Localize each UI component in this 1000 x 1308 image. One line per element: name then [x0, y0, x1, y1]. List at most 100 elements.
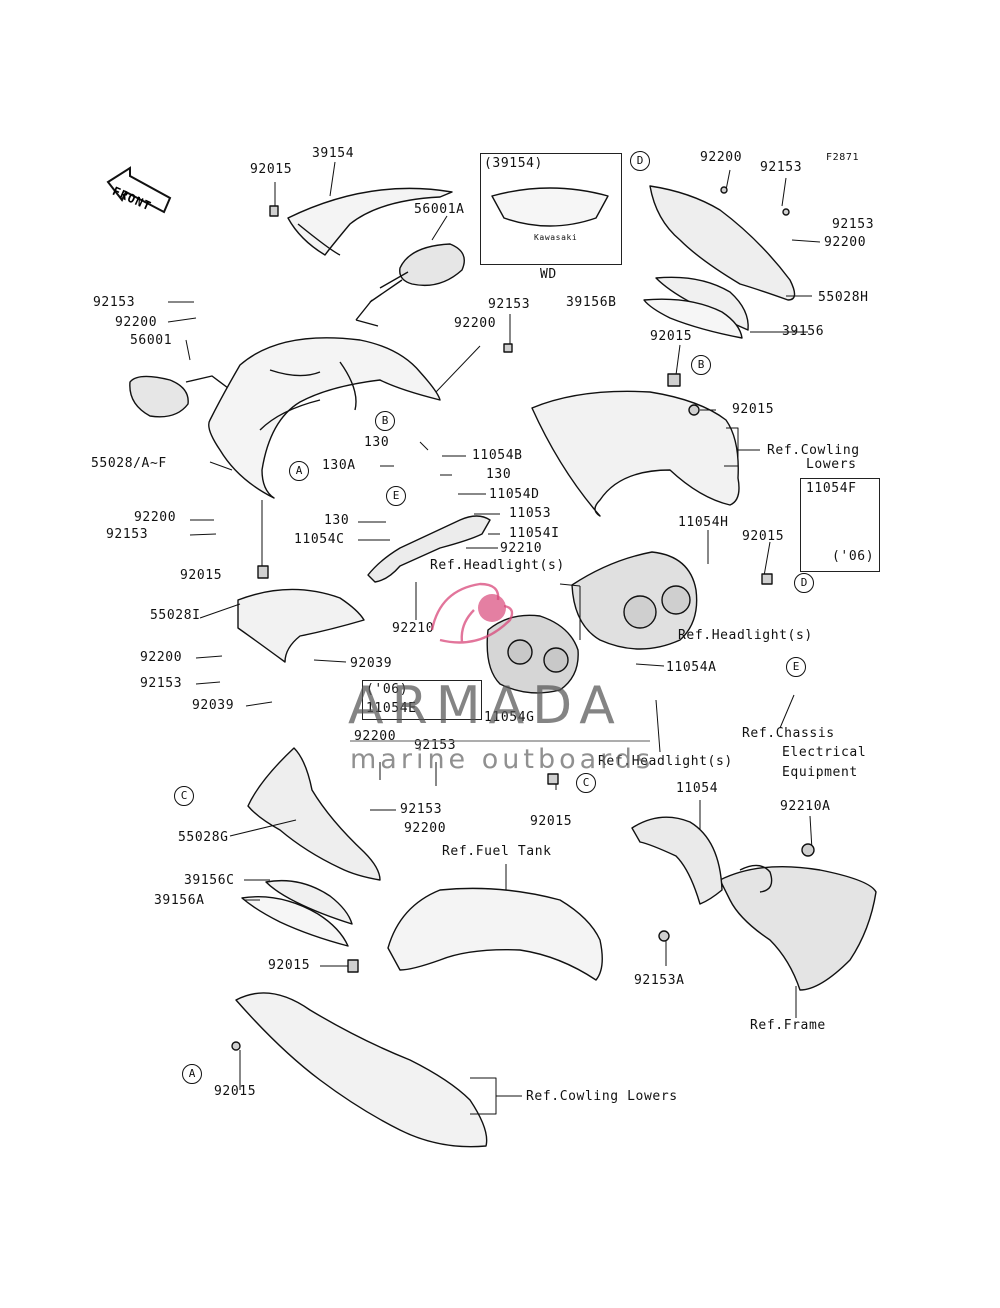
- inset-06-right-label: ('06): [832, 549, 875, 564]
- part-label-11054g: 11054G: [484, 710, 535, 725]
- part-label-92200: 92200: [454, 316, 497, 331]
- part-label-130: 130: [486, 467, 512, 482]
- inset-windshield-sublabel: WD: [540, 267, 557, 282]
- mirror-right: [399, 243, 465, 287]
- part-label-39156: 39156: [782, 324, 825, 339]
- part-label-11054a: 11054A: [666, 660, 717, 675]
- part-label-92210a: 92210A: [780, 799, 831, 814]
- stay-bracket: [367, 515, 491, 583]
- lower-cowling: [235, 992, 488, 1148]
- part-label-92015: 92015: [732, 402, 775, 417]
- callout-a-1: A: [289, 461, 309, 481]
- part-label-11054c: 11054C: [294, 532, 345, 547]
- part-label-92015: 92015: [650, 329, 693, 344]
- part-label-92015: 92015: [214, 1084, 257, 1099]
- upper-cowling: [208, 337, 441, 499]
- ref-fuel-tank-label: Ref.Fuel Tank: [442, 844, 552, 859]
- part-label-130a: 130A: [322, 458, 356, 473]
- part-label-92200: 92200: [404, 821, 447, 836]
- callout-e-1: E: [386, 486, 406, 506]
- ref-cowling-lowers-label-line2: Lowers: [806, 457, 857, 472]
- part-label-92015: 92015: [180, 568, 223, 583]
- windshield-variant-inset: [480, 153, 622, 265]
- part-label-92210: 92210: [392, 621, 435, 636]
- inset-06-left-box: [362, 680, 482, 720]
- inset-06-right-box: [800, 478, 880, 572]
- part-label-92015: 92015: [530, 814, 573, 829]
- ref-chassis-label-line2: Electrical: [782, 745, 867, 760]
- fuel-tank-cover: [387, 887, 603, 981]
- ref-chassis-label-line1: Ref.Chassis: [742, 726, 835, 741]
- lower-air-duct: [247, 747, 381, 881]
- part-label-56001a: 56001A: [414, 202, 465, 217]
- inset-windshield-label: (39154): [484, 156, 543, 171]
- part-label-92015: 92015: [742, 529, 785, 544]
- watermark-brand: ARMADA: [348, 676, 623, 736]
- part-label-55028h: 55028H: [818, 290, 869, 305]
- mirror-left: [129, 375, 189, 418]
- figure-code: F2871: [826, 152, 860, 163]
- part-label-92015: 92015: [250, 162, 293, 177]
- part-label-39156b: 39156B: [566, 295, 617, 310]
- part-label-11054i: 11054I: [509, 526, 560, 541]
- part-label-92015: 92015: [268, 958, 311, 973]
- inset-06-left-label: ('06): [366, 682, 409, 697]
- inset-06-left-part: 11054E: [366, 701, 417, 716]
- part-label-11054d: 11054D: [489, 487, 540, 502]
- part-label-11053: 11053: [509, 506, 552, 521]
- callout-b-2: B: [691, 355, 711, 375]
- part-label-92153: 92153: [414, 738, 457, 753]
- ref-headlight-label: Ref.Headlight(s): [678, 628, 813, 643]
- side-cowling-right: [531, 390, 740, 517]
- ref-cowling-lowers-label-line1: Ref.Cowling: [767, 443, 860, 458]
- air-duct: [649, 185, 796, 301]
- watermark-logo-icon: [430, 582, 514, 644]
- part-label-92200: 92200: [134, 510, 177, 525]
- part-label-55028i: 55028I: [150, 608, 201, 623]
- part-label-39156c: 39156C: [184, 873, 235, 888]
- part-label-92153: 92153: [93, 295, 136, 310]
- inner-cover: [237, 588, 365, 663]
- part-label-92039: 92039: [350, 656, 393, 671]
- part-label-92210: 92210: [500, 541, 543, 556]
- callout-d-2: D: [794, 573, 814, 593]
- ref-chassis-label-line3: Equipment: [782, 765, 858, 780]
- part-label-130: 130: [324, 513, 350, 528]
- frame-part: [719, 865, 877, 991]
- ref-headlight-label: Ref.Headlight(s): [430, 558, 565, 573]
- part-label-92200: 92200: [824, 235, 867, 250]
- part-label-55028g: 55028G: [178, 830, 229, 845]
- callout-e-2: E: [786, 657, 806, 677]
- watermark-divider: [350, 740, 650, 742]
- part-label-92200: 92200: [140, 650, 183, 665]
- callout-a-2: A: [182, 1064, 202, 1084]
- part-label-39156a: 39156A: [154, 893, 205, 908]
- windshield-part: [287, 187, 453, 256]
- part-label-92153: 92153: [106, 527, 149, 542]
- part-label-55028-a-f: 55028/A~F: [91, 456, 167, 471]
- part-label-92153: 92153: [832, 217, 875, 232]
- part-label-56001: 56001: [130, 333, 173, 348]
- ref-headlight-label: Ref.Headlight(s): [598, 754, 733, 769]
- inset-06-right-part: 11054F: [806, 481, 857, 496]
- part-label-92153: 92153: [488, 297, 531, 312]
- inset-windshield-brand: Kawasaki: [534, 233, 578, 242]
- part-label-92153: 92153: [760, 160, 803, 175]
- part-label-92153: 92153: [140, 676, 183, 691]
- part-label-92153a: 92153A: [634, 973, 685, 988]
- callout-c-2: C: [576, 773, 596, 793]
- mount-bracket: [631, 816, 723, 905]
- part-label-11054h: 11054H: [678, 515, 729, 530]
- part-label-92153: 92153: [400, 802, 443, 817]
- callout-c-1: C: [174, 786, 194, 806]
- watermark-tagline: marine outboards: [350, 744, 655, 775]
- part-label-92200: 92200: [115, 315, 158, 330]
- callout-d-1: D: [630, 151, 650, 171]
- ref-frame-label: Ref.Frame: [750, 1018, 826, 1033]
- callout-b-1: B: [375, 411, 395, 431]
- part-label-39154: 39154: [312, 146, 355, 161]
- part-label-11054: 11054: [676, 781, 719, 796]
- part-label-92039: 92039: [192, 698, 235, 713]
